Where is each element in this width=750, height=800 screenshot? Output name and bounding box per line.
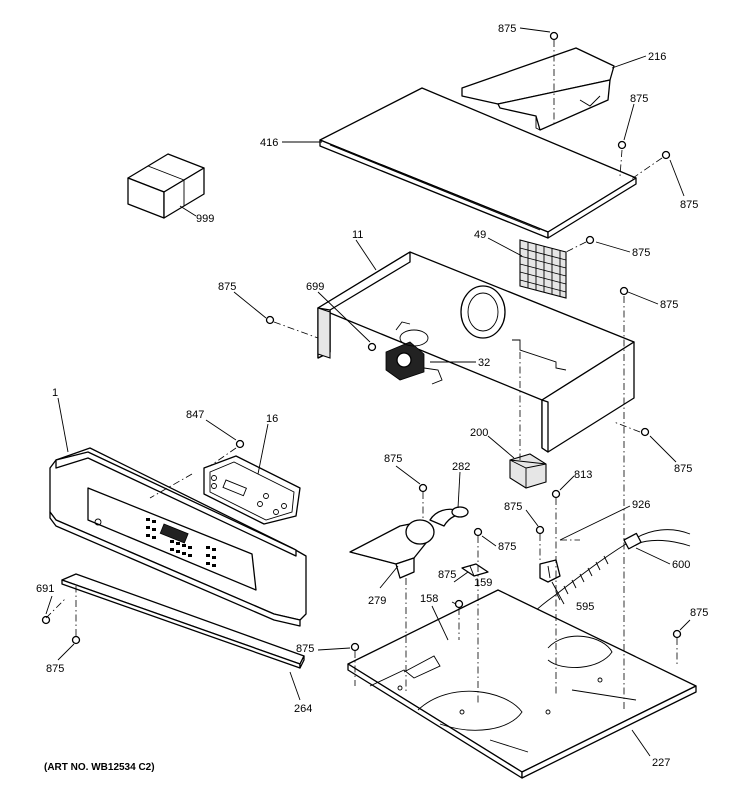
part-227-base-plate xyxy=(347,589,697,779)
label-813: 813 xyxy=(574,469,592,481)
label-691: 691 xyxy=(36,583,54,595)
part-16-control-board xyxy=(203,455,301,525)
screw-875-e xyxy=(265,315,275,325)
part-labels: 875 216 875 416 875 999 11 49 875 875 69… xyxy=(36,23,708,773)
part-11-vent-housing xyxy=(317,251,635,453)
label-16: 16 xyxy=(266,413,278,425)
label-875: 875 xyxy=(46,663,64,675)
part-159-clip xyxy=(461,563,489,577)
screw-691 xyxy=(41,615,51,625)
label-875: 875 xyxy=(690,607,708,619)
label-264: 264 xyxy=(294,703,312,715)
label-11: 11 xyxy=(352,229,363,241)
label-416: 416 xyxy=(260,137,278,149)
part-264-trim-strip xyxy=(61,573,305,669)
screw-847 xyxy=(235,439,245,449)
label-595: 595 xyxy=(576,601,594,613)
label-999: 999 xyxy=(196,213,214,225)
label-875: 875 xyxy=(296,643,314,655)
assembly-lines xyxy=(45,40,678,710)
label-49: 49 xyxy=(474,229,486,241)
part-32-fan-motor xyxy=(385,321,443,385)
screw-813 xyxy=(551,489,561,499)
screw-875-top xyxy=(549,31,559,41)
label-699: 699 xyxy=(306,281,324,293)
screw-875-k xyxy=(71,635,81,645)
label-200: 200 xyxy=(470,427,488,439)
label-282: 282 xyxy=(452,461,470,473)
label-875: 875 xyxy=(498,23,516,35)
screw-875-h xyxy=(535,525,545,535)
screw-699 xyxy=(367,342,377,352)
part-416-top-panel xyxy=(319,87,637,239)
label-216: 216 xyxy=(648,51,666,63)
label-279: 279 xyxy=(368,595,386,607)
leader-lines xyxy=(45,27,691,757)
screw-875-i xyxy=(473,527,483,537)
label-926: 926 xyxy=(632,499,650,511)
label-875: 875 xyxy=(660,299,678,311)
label-847: 847 xyxy=(186,409,204,421)
art-number: (ART NO. WB12534 C2) xyxy=(44,762,155,773)
label-875: 875 xyxy=(218,281,236,293)
label-159: 159 xyxy=(474,577,492,589)
part-595-bracket xyxy=(539,559,561,583)
label-875: 875 xyxy=(674,463,692,475)
label-875: 875 xyxy=(630,93,648,105)
part-49-grille xyxy=(519,239,567,299)
screw-875-g xyxy=(418,483,428,493)
screw-875-l xyxy=(350,642,360,652)
label-32: 32 xyxy=(478,357,490,369)
screw-875-j xyxy=(454,599,464,609)
label-875: 875 xyxy=(680,199,698,211)
part-1-control-panel xyxy=(49,447,307,627)
screw-875-f xyxy=(640,427,650,437)
part-282-hose xyxy=(429,506,469,527)
label-600: 600 xyxy=(672,559,690,571)
screw-875-a xyxy=(617,140,627,150)
screw-875-c xyxy=(585,235,595,245)
part-279-duct xyxy=(349,519,435,579)
part-200-filter xyxy=(509,453,547,489)
label-875: 875 xyxy=(384,453,402,465)
label-875: 875 xyxy=(632,247,650,259)
label-158: 158 xyxy=(420,593,438,605)
label-1: 1 xyxy=(52,387,58,399)
screw-875-b xyxy=(661,150,671,160)
label-875: 875 xyxy=(498,541,516,553)
part-999-box xyxy=(127,153,205,219)
label-875: 875 xyxy=(504,501,522,513)
label-875: 875 xyxy=(438,569,456,581)
screw-875-m xyxy=(672,629,682,639)
label-227: 227 xyxy=(652,757,670,769)
screw-fasteners xyxy=(41,31,682,652)
screw-875-d xyxy=(619,286,629,296)
